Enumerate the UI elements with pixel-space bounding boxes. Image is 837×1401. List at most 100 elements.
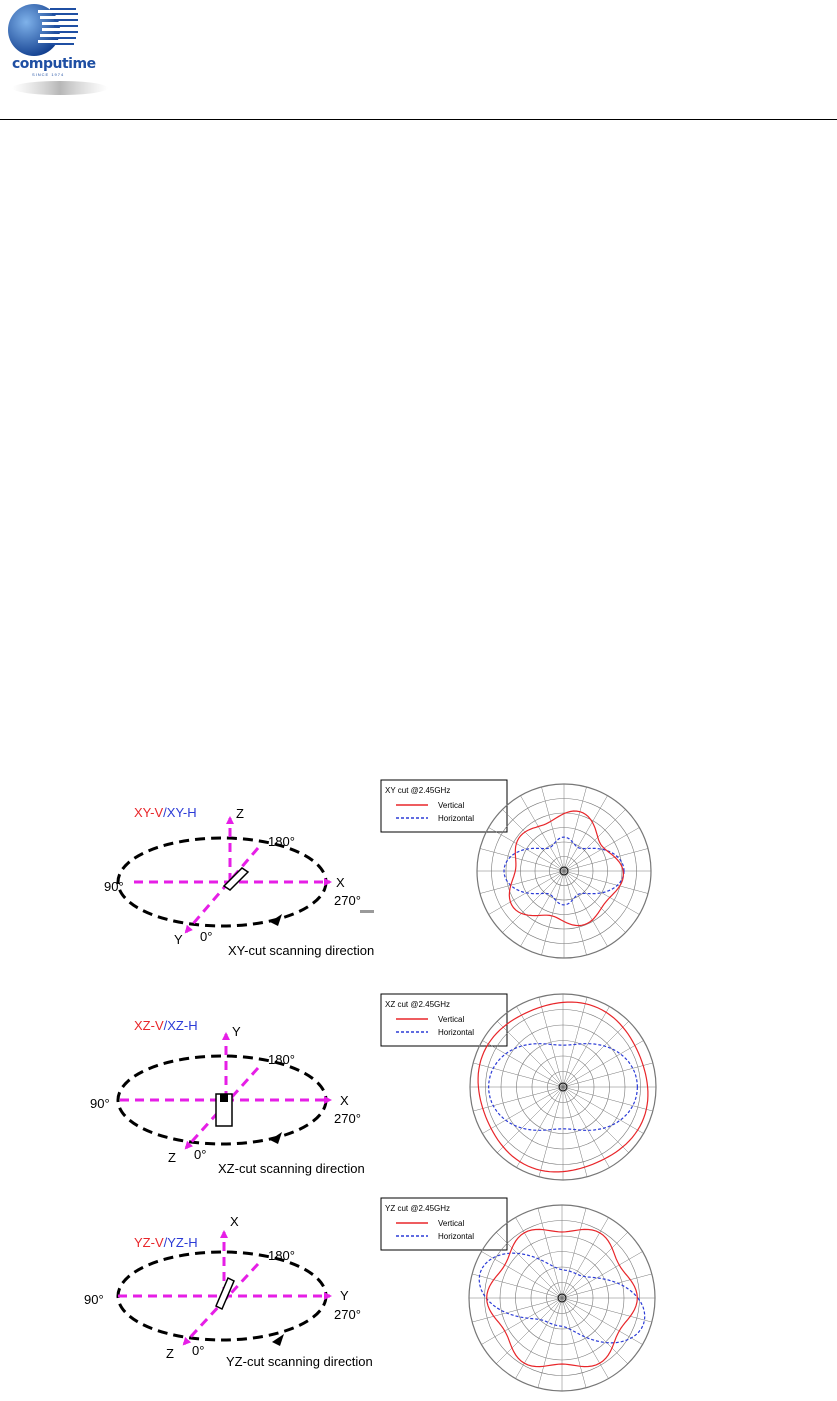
scan-caption: YZ-cut scanning direction: [226, 1354, 373, 1369]
yz-h-label: YZ-H: [167, 1235, 197, 1250]
polar-grid-spoke: [473, 1062, 564, 1088]
device-top-marker: [220, 1094, 228, 1102]
title-separator: /: [164, 1235, 168, 1250]
deg-90-label: 90°: [90, 1096, 110, 1111]
device-shape: [222, 867, 250, 891]
panel-yz: YZ-V/YZ-H X 180° 90° Y 270° Z 0° YZ-cut …: [84, 1197, 656, 1392]
deg-180-label: 180°: [268, 834, 295, 849]
yz-v-label: YZ-V: [134, 1235, 164, 1250]
deg-270-label: 270°: [334, 1307, 361, 1322]
up-axis-label: X: [230, 1214, 239, 1229]
small-marker: [360, 910, 374, 913]
diag-axis-label: Z: [168, 1150, 176, 1165]
rotation-arrow-icon: [270, 914, 282, 926]
polar-grid-spoke: [541, 786, 565, 872]
polar-center: [559, 866, 569, 876]
title-separator: /: [164, 1018, 168, 1033]
polar-grid-spoke: [516, 1086, 564, 1168]
globe-logo-icon: [8, 4, 108, 95]
polar-grid-spoke: [502, 809, 565, 872]
rotation-arrow-icon: [270, 1132, 282, 1144]
deg-0-label: 0°: [194, 1147, 206, 1162]
polar-grid-spoke: [496, 1297, 563, 1364]
xy-v-label: XY-V: [134, 805, 163, 820]
deg-0-label: 0°: [200, 929, 212, 944]
z-axis-arrow: [182, 1262, 260, 1346]
xz-v-label: XZ-V: [134, 1018, 164, 1033]
polar-grid-spoke: [562, 1086, 629, 1153]
polar-grid-spoke: [561, 1217, 609, 1299]
scan-caption: XZ-cut scanning direction: [218, 1161, 365, 1176]
y-axis-arrow: [184, 847, 260, 934]
deg-180-label: 180°: [268, 1248, 295, 1263]
polar-legend: XZ cut @2.45GHz Vertical Horizontal: [380, 993, 508, 1047]
polar-grid-spoke: [496, 1232, 563, 1299]
polar-grid-spoke: [561, 1297, 587, 1388]
polar-grid-spoke: [561, 1208, 587, 1299]
diag-axis-label: Z: [166, 1346, 174, 1361]
polar-grid-spoke: [563, 848, 649, 872]
legend-vertical-label: Vertical: [438, 1015, 464, 1024]
polar-grid-spoke: [472, 1273, 563, 1299]
polar-grid-spoke: [562, 1086, 588, 1177]
polar-plot-xz: [469, 993, 657, 1181]
diag-axis-label: Y: [174, 932, 183, 947]
polar-grid-spoke: [481, 1297, 563, 1345]
legend-horizontal-label: Horizontal: [438, 1232, 474, 1241]
polar-grid-spoke: [563, 870, 626, 933]
xz-h-label: XZ-H: [167, 1018, 197, 1033]
polar-grid-spoke: [481, 1251, 563, 1299]
polar-grid-spoke: [497, 1021, 564, 1088]
polar-grid-spoke: [472, 1297, 563, 1323]
polar-grid-spoke: [482, 1040, 564, 1088]
svg-text:XZ-V/XZ-H: XZ-V/XZ-H: [134, 1018, 198, 1033]
polar-grid-spoke: [515, 1297, 563, 1379]
polar-grid-spoke: [563, 870, 649, 894]
horizontal-pattern-trace: [478, 1252, 646, 1344]
vertical-pattern-trace: [477, 1001, 649, 1173]
rotation-arrow-icon: [272, 1334, 284, 1346]
svg-text:YZ-V/YZ-H: YZ-V/YZ-H: [134, 1235, 198, 1250]
polar-grid-spoke: [538, 1086, 564, 1177]
polar-grid-spoke: [562, 1062, 653, 1088]
polar-legend: YZ cut @2.45GHz Vertical Horizontal: [380, 1197, 508, 1251]
vertical-pattern-trace: [486, 1228, 638, 1368]
deg-90-label: 90°: [84, 1292, 104, 1307]
legend-title: YZ cut @2.45GHz: [385, 1204, 450, 1213]
deg-180-label: 180°: [268, 1052, 295, 1067]
deg-270-label: 270°: [334, 893, 361, 908]
polar-grid-spoke: [502, 870, 565, 933]
panel-xy: XY-V/XY-H Z 180° 90° X 270° Y 0° XY-cut …: [104, 779, 652, 959]
up-axis-label: Y: [232, 1024, 241, 1039]
polar-grid-spoke: [497, 1086, 564, 1153]
polar-grid-spoke: [561, 1297, 628, 1364]
polar-plot-yz: [468, 1204, 656, 1392]
svg-text:XY-V/XY-H: XY-V/XY-H: [134, 805, 197, 820]
polar-grid-spoke: [562, 1040, 644, 1088]
deg-0-label: 0°: [192, 1343, 204, 1358]
legend-vertical-label: Vertical: [438, 801, 464, 810]
company-logo: computime SINCE 1974: [0, 0, 110, 100]
title-separator: /: [163, 805, 167, 820]
polar-grid-spoke: [537, 1297, 563, 1388]
polar-center: [557, 1293, 567, 1303]
up-axis-label: Z: [236, 806, 244, 821]
polar-grid-spoke: [561, 1232, 628, 1299]
legend-vertical-label: Vertical: [438, 1219, 464, 1228]
right-axis-label: X: [340, 1093, 349, 1108]
legend-title: XZ cut @2.45GHz: [385, 1000, 450, 1009]
legend-title: XY cut @2.45GHz: [385, 786, 450, 795]
legend-horizontal-label: Horizontal: [438, 1028, 474, 1037]
polar-grid-spoke: [563, 870, 640, 915]
vertical-pattern-trace: [508, 810, 625, 927]
polar-grid-spoke: [538, 997, 564, 1088]
polar-center: [558, 1082, 568, 1092]
polar-grid-spoke: [541, 870, 565, 956]
logo-wordmark: computime: [12, 56, 96, 72]
polar-grid-spoke: [561, 1297, 643, 1345]
polar-grid-spoke: [562, 1006, 610, 1088]
polar-grid-spoke: [520, 795, 565, 872]
right-axis-label: X: [336, 875, 345, 890]
scan-caption: XY-cut scanning direction: [228, 943, 374, 958]
